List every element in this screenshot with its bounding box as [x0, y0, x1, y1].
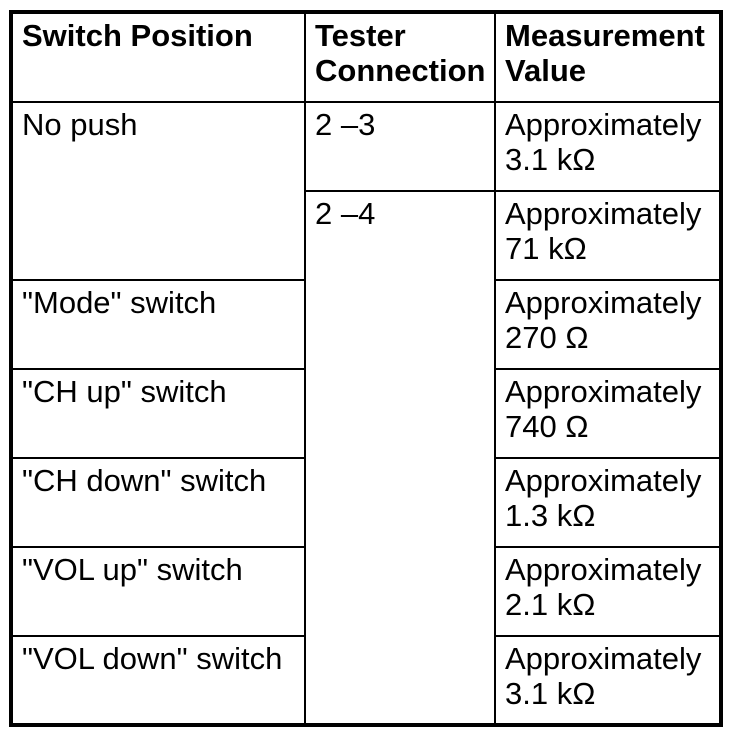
- cell-measurement-value: Approximately 71 kΩ: [494, 190, 722, 281]
- cell-measurement-value: Approximately 270 Ω: [494, 279, 722, 370]
- cell-switch-position-mode: "Mode" switch: [10, 279, 306, 370]
- cell-switch-position-no-push: No push: [10, 101, 306, 281]
- cell-measurement-value: Approximately 740 Ω: [494, 368, 722, 459]
- cell-measurement-value: Approximately 3.1 kΩ: [494, 635, 722, 726]
- header-measurement-value: Measurement Value: [494, 11, 722, 103]
- cell-measurement-value: Approximately 1.3 kΩ: [494, 457, 722, 548]
- cell-switch-position-vol-up: "VOL up" switch: [10, 546, 306, 637]
- cell-tester-connection-2-4: 2 –4: [304, 190, 496, 726]
- header-switch-position: Switch Position: [10, 11, 306, 103]
- cell-switch-position-ch-up: "CH up" switch: [10, 368, 306, 459]
- table-row: "CH down" switch Approximately 1.3 kΩ: [10, 457, 722, 548]
- table-row: "VOL down" switch Approximately 3.1 kΩ: [10, 635, 722, 726]
- table-row: "CH up" switch Approximately 740 Ω: [10, 368, 722, 459]
- table-row: "VOL up" switch Approximately 2.1 kΩ: [10, 546, 722, 637]
- header-row: Switch Position Tester Connection Measur…: [10, 11, 722, 103]
- table-row: 2 –4 Approximately 71 kΩ: [11, 190, 722, 726]
- table-row: No push 2 –3 Approximately 3.1 kΩ: [10, 101, 722, 281]
- cell-tester-connection-2-3: 2 –3: [304, 101, 496, 192]
- header-tester-connection: Tester Connection: [304, 11, 496, 103]
- cell-switch-position-vol-down: "VOL down" switch: [10, 635, 306, 726]
- cell-switch-position-ch-down: "CH down" switch: [10, 457, 306, 548]
- switch-resistance-table: Switch Position Tester Connection Measur…: [9, 10, 723, 727]
- cell-measurement-value: Approximately 2.1 kΩ: [494, 546, 722, 637]
- table-row: "Mode" switch Approximately 270 Ω: [10, 279, 722, 370]
- cell-measurement-value: Approximately 3.1 kΩ: [494, 101, 722, 192]
